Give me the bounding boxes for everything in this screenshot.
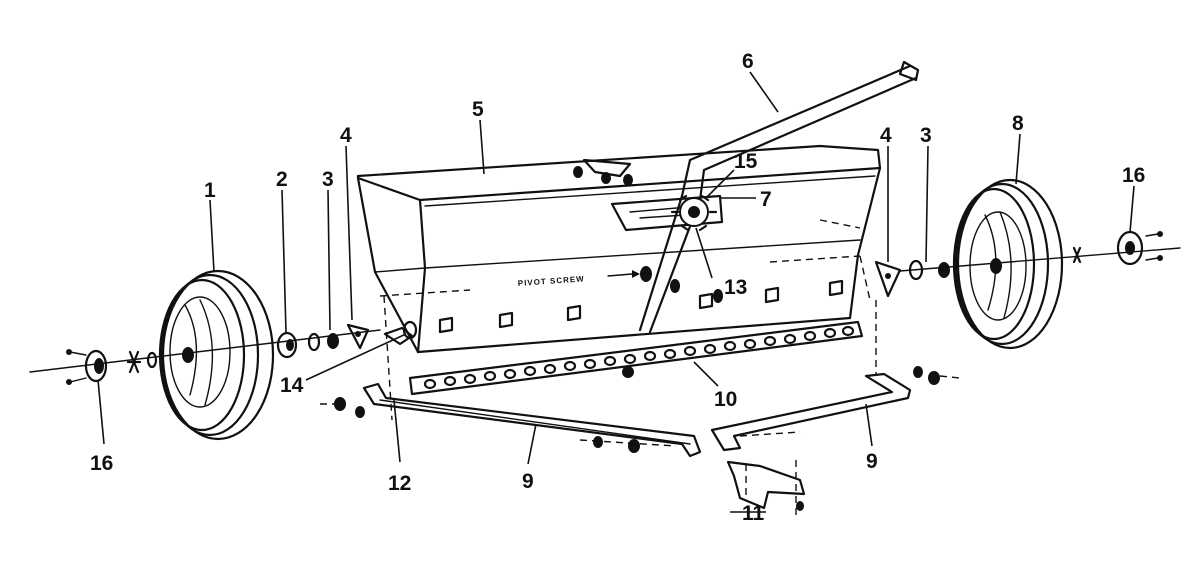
left-bracket — [346, 323, 370, 350]
callout-6: 6 — [742, 50, 754, 73]
left-nut — [307, 332, 339, 352]
callout-14: 14 — [280, 374, 304, 397]
bushing — [276, 331, 298, 359]
callout-7: 7 — [760, 188, 772, 211]
callout-16-right: 16 — [1122, 164, 1145, 187]
agitator-bar — [408, 320, 864, 396]
left-cotter-pin — [126, 350, 158, 374]
hopper-slots — [438, 279, 844, 334]
right-cotter-pin — [1072, 246, 1082, 264]
callout-1: 1 — [204, 179, 216, 202]
callout-11: 11 — [742, 502, 765, 525]
callout-12: 12 — [388, 472, 411, 495]
agitator-holes — [423, 325, 855, 390]
pivot-screw-label: PIVOT SCREW — [518, 274, 585, 288]
right-support-bar — [710, 300, 961, 452]
callout-5: 5 — [472, 98, 484, 121]
left-axle-centerline — [29, 329, 381, 373]
left-hub-cap — [66, 349, 108, 385]
right-bracket — [859, 255, 902, 301]
callout-10: 10 — [714, 388, 737, 411]
callout-3-right: 3 — [920, 124, 932, 147]
callout-16-left: 16 — [90, 452, 113, 475]
left-support-bar — [320, 382, 702, 458]
hitch-bracket — [726, 460, 806, 520]
left-wheel — [158, 269, 275, 441]
callout-13: 13 — [724, 276, 747, 299]
callout-3: 3 — [322, 168, 334, 191]
callout-8: 8 — [1012, 112, 1024, 135]
hopper: PIVOT SCREW — [356, 144, 882, 354]
callout-2: 2 — [276, 168, 288, 191]
callout-9-left: 9 — [522, 470, 534, 493]
adjustment-knob — [670, 194, 718, 232]
right-hub-cap — [1116, 230, 1163, 266]
right-wheel — [952, 178, 1064, 350]
callout-15: 15 — [734, 150, 758, 173]
callout-4: 4 — [340, 124, 352, 147]
leader-lines — [97, 71, 1135, 513]
callout-labels: 1 2 3 4 5 6 15 7 13 4 3 8 16 14 10 16 12… — [90, 50, 1145, 525]
callout-4-right: 4 — [880, 124, 892, 147]
pivot-fitting — [383, 295, 418, 421]
callout-9-right: 9 — [866, 450, 878, 473]
